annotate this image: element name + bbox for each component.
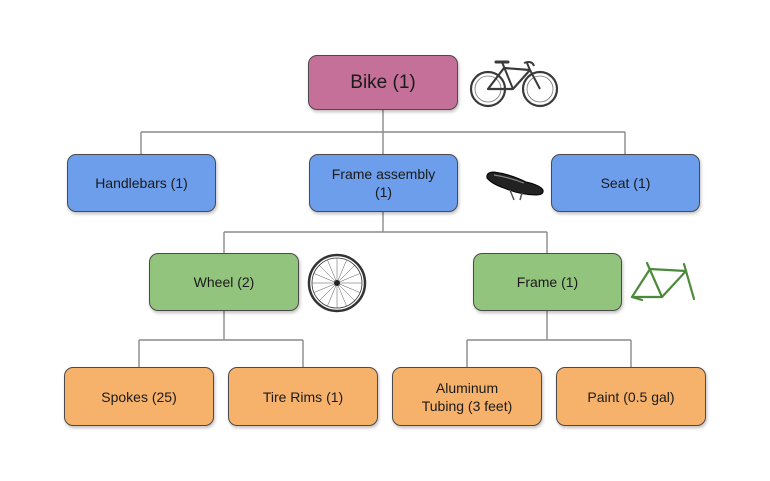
- node-paint: Paint (0.5 gal): [556, 367, 706, 426]
- node-wheel: Wheel (2): [149, 253, 299, 311]
- node-aluminum-tubing: Aluminum Tubing (3 feet): [392, 367, 542, 426]
- node-frame-assembly: Frame assembly (1): [309, 154, 458, 212]
- node-tire-rims: Tire Rims (1): [228, 367, 378, 426]
- wheel-icon: [307, 253, 367, 313]
- bike-frame-icon: [630, 261, 696, 302]
- bike-seat-icon: [486, 171, 544, 201]
- node-frame: Frame (1): [473, 253, 622, 311]
- node-seat: Seat (1): [551, 154, 700, 212]
- bicycle-icon: [469, 60, 559, 108]
- node-spokes: Spokes (25): [64, 367, 214, 426]
- node-handlebars: Handlebars (1): [67, 154, 216, 212]
- node-bike: Bike (1): [308, 55, 458, 110]
